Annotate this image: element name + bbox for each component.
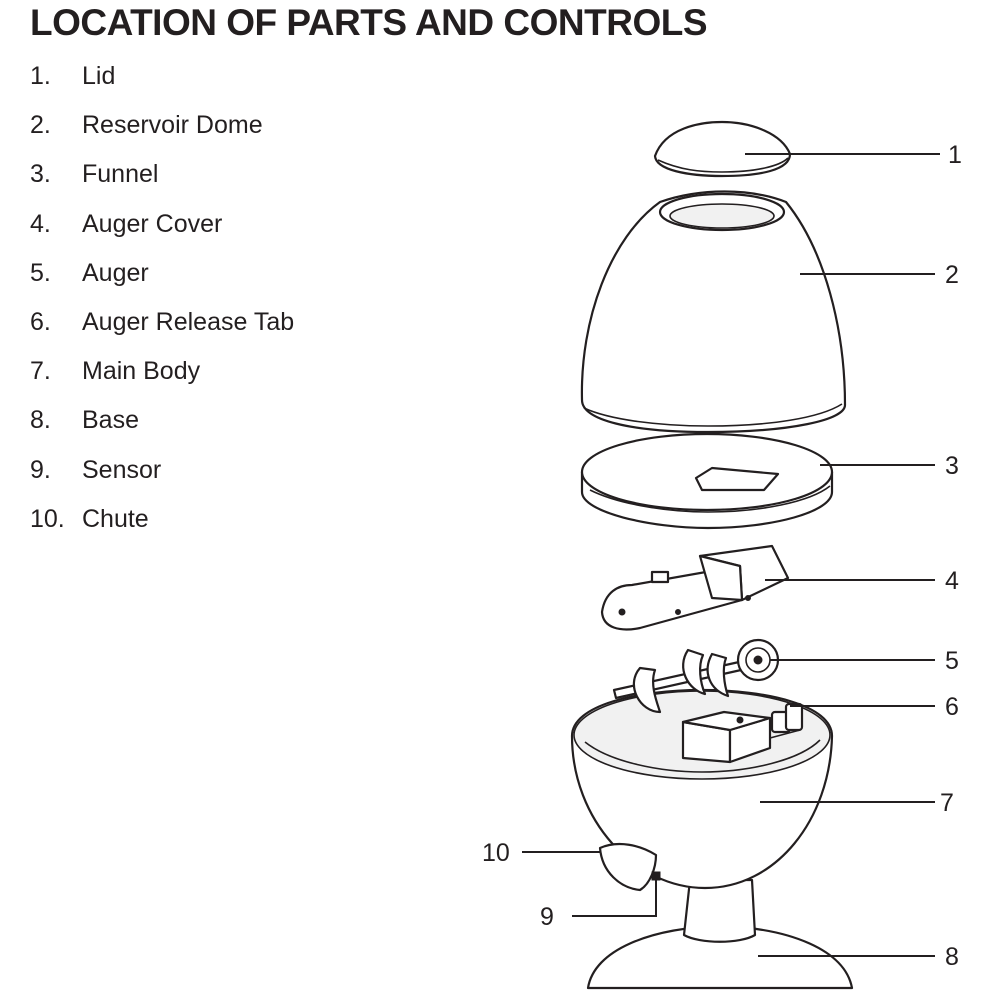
part-label: Funnel xyxy=(82,160,159,189)
part-label: Sensor xyxy=(82,455,162,484)
part-number: 6. xyxy=(30,307,51,336)
part-label: Chute xyxy=(82,504,149,533)
part-label: Base xyxy=(82,406,139,435)
part-number: 4. xyxy=(30,209,51,238)
part-label: Main Body xyxy=(82,357,201,386)
reservoir-dome-illustration xyxy=(580,190,847,434)
part-number: 2. xyxy=(30,111,51,140)
callout-number: 9 xyxy=(540,903,554,931)
part-label: Reservoir Dome xyxy=(82,111,263,140)
auger-release-tab-illustration xyxy=(769,702,804,739)
chute-illustration xyxy=(598,842,658,892)
auger-cover-illustration xyxy=(600,544,790,631)
part-label: Lid xyxy=(82,62,116,90)
callout-number: 5 xyxy=(945,647,959,675)
sensor-illustration xyxy=(651,871,661,881)
page-title: LOCATION OF PARTS AND CONTROLS xyxy=(30,2,708,43)
callout-number: 8 xyxy=(945,943,959,971)
funnel-illustration xyxy=(580,432,834,530)
callout-number: 3 xyxy=(945,452,959,480)
part-number: 8. xyxy=(30,406,51,435)
part-number: 9. xyxy=(30,455,51,484)
part-number: 10. xyxy=(30,504,65,533)
callout-number: 7 xyxy=(940,789,954,817)
auger-illustration xyxy=(612,638,780,714)
part-label: Auger xyxy=(82,258,149,287)
callout-number: 1 xyxy=(948,141,962,169)
part-label: Auger Cover xyxy=(82,209,223,238)
callout-number: 4 xyxy=(945,567,959,595)
stem-illustration xyxy=(682,878,757,943)
lid-illustration xyxy=(653,120,792,178)
callout-number: 10 xyxy=(482,839,510,867)
part-number: 5. xyxy=(30,258,51,287)
part-label: Auger Release Tab xyxy=(82,307,295,336)
callout-number: 2 xyxy=(945,261,959,289)
part-number: 1. xyxy=(30,62,51,90)
part-number: 7. xyxy=(30,357,51,386)
part-number: 3. xyxy=(30,160,51,189)
leader-line xyxy=(572,880,657,917)
main-body-illustration xyxy=(570,688,834,890)
callout-number: 6 xyxy=(945,693,959,721)
